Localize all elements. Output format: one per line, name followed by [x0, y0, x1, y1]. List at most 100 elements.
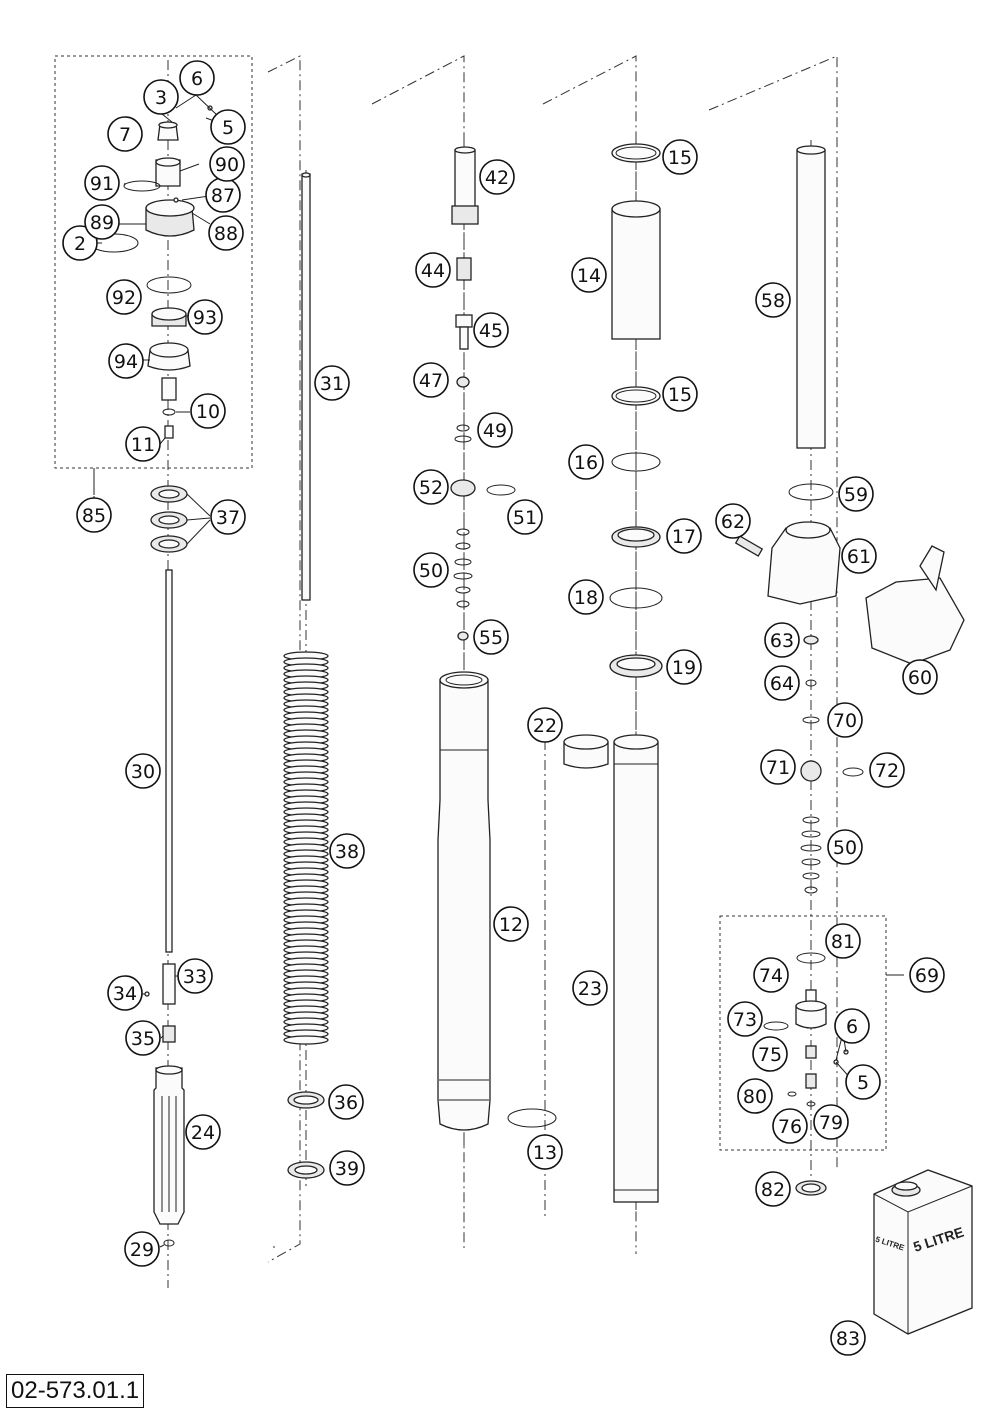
callout-circle — [571, 257, 607, 293]
callout-circle — [760, 749, 796, 785]
callout-number: 91 — [90, 173, 114, 195]
callout-2: 2 — [62, 225, 98, 261]
callout-number: 18 — [574, 587, 598, 609]
callout-circle — [755, 1171, 791, 1207]
callout-number: 5 — [857, 1072, 869, 1094]
callout-50: 50 — [413, 552, 449, 588]
callout-circle — [753, 957, 789, 993]
callout-circle — [190, 393, 226, 429]
callout-87: 87 — [205, 177, 241, 213]
callout-number: 16 — [574, 452, 598, 474]
callout-76: 76 — [772, 1108, 808, 1144]
callout-17: 17 — [666, 518, 702, 554]
fork-spring — [283, 651, 329, 1045]
callout-13: 13 — [527, 1134, 563, 1170]
callout-6: 6 — [179, 60, 215, 96]
callout-number: 85 — [82, 505, 106, 527]
callout-7: 7 — [107, 116, 143, 152]
callout-circle — [830, 1320, 866, 1356]
callout-55: 55 — [473, 619, 509, 655]
callout-circle — [662, 139, 698, 175]
callout-number: 34 — [113, 983, 137, 1005]
callout-number: 24 — [191, 1122, 215, 1144]
callout-85: 85 — [76, 497, 112, 533]
callout-circle — [185, 1114, 221, 1150]
callout-63: 63 — [764, 622, 800, 658]
callout-16: 16 — [568, 444, 604, 480]
callout-50: 50 — [827, 829, 863, 865]
callout-circle — [752, 1036, 788, 1072]
callout-62: 62 — [715, 503, 751, 539]
callout-10: 10 — [190, 393, 226, 429]
callout-number: 63 — [770, 630, 794, 652]
callout-circle — [84, 204, 120, 240]
callout-42: 42 — [479, 159, 515, 195]
spring-coil — [283, 1035, 329, 1045]
callout-number: 73 — [733, 1009, 757, 1031]
callout-number: 13 — [533, 1142, 557, 1164]
callout-number: 12 — [499, 914, 523, 936]
callout-circle — [106, 279, 142, 315]
callout-number: 17 — [672, 526, 696, 548]
callout-3: 3 — [143, 79, 179, 115]
callout-19: 19 — [666, 649, 702, 685]
callout-number: 61 — [847, 546, 871, 568]
callout-circle — [413, 362, 449, 398]
callout-number: 36 — [334, 1092, 358, 1114]
callout-circle — [869, 752, 905, 788]
callout-64: 64 — [764, 665, 800, 701]
callout-number: 33 — [183, 966, 207, 988]
callout-number: 88 — [214, 223, 238, 245]
callout-79: 79 — [813, 1104, 849, 1140]
callout-number: 51 — [513, 507, 537, 529]
callout-circle — [827, 829, 863, 865]
callout-number: 83 — [836, 1328, 860, 1350]
callout-number: 80 — [743, 1086, 767, 1108]
callout-6: 6 — [834, 1008, 870, 1044]
callout-37: 37 — [210, 499, 246, 535]
callout-74: 74 — [753, 957, 789, 993]
callout-number: 45 — [479, 320, 503, 342]
callout-47: 47 — [413, 362, 449, 398]
callout-31: 31 — [314, 365, 350, 401]
callout-49: 49 — [477, 412, 513, 448]
callout-11: 11 — [125, 426, 161, 462]
callout-number: 59 — [844, 484, 868, 506]
callout-75: 75 — [752, 1036, 788, 1072]
callout-94: 94 — [108, 343, 144, 379]
callout-number: 82 — [761, 1179, 785, 1201]
callout-number: 58 — [761, 290, 785, 312]
callout-circle — [107, 975, 143, 1011]
callout-12: 12 — [493, 906, 529, 942]
callout-number: 89 — [90, 212, 114, 234]
callout-circle — [125, 426, 161, 462]
callout-83: 83 — [830, 1320, 866, 1356]
callout-circle — [477, 412, 513, 448]
callout-number: 6 — [846, 1016, 858, 1038]
callout-number: 11 — [131, 434, 155, 456]
callout-number: 15 — [668, 384, 692, 406]
callout-number: 14 — [577, 265, 601, 287]
callout-circle — [507, 499, 543, 535]
callout-circle — [666, 518, 702, 554]
callout-circle — [210, 499, 246, 535]
callout-circle — [124, 1231, 160, 1267]
callout-number: 35 — [131, 1028, 155, 1050]
callout-circle — [179, 60, 215, 96]
callout-23: 23 — [572, 970, 608, 1006]
callout-circle — [84, 165, 120, 201]
callout-number: 81 — [831, 931, 855, 953]
callout-number: 15 — [668, 147, 692, 169]
callout-circle — [838, 476, 874, 512]
callout-60: 60 — [902, 659, 938, 695]
callout-circle — [479, 159, 515, 195]
callout-number: 50 — [419, 560, 443, 582]
callout-number: 38 — [335, 841, 359, 863]
callout-circle — [187, 299, 223, 335]
callout-circle — [125, 753, 161, 789]
callout-circle — [764, 622, 800, 658]
callout-73: 73 — [727, 1001, 763, 1037]
callout-number: 60 — [908, 667, 932, 689]
callout-circle — [177, 958, 213, 994]
callout-88: 88 — [208, 215, 244, 251]
